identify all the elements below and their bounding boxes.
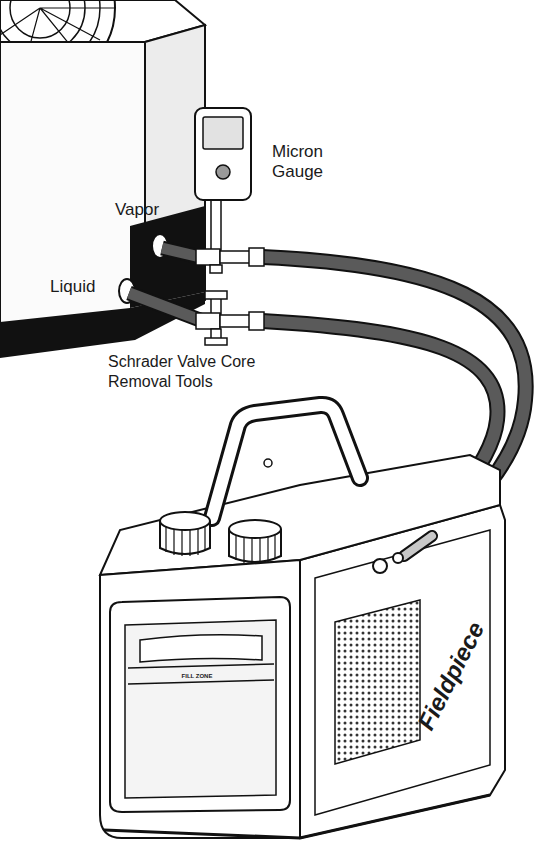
cap-top: [160, 512, 210, 530]
micron-gauge: Micron Gauge: [195, 108, 251, 200]
hose: [162, 248, 200, 257]
tool-knob: [205, 291, 227, 299]
condenser-base: [0, 292, 205, 358]
pump-front: [100, 560, 300, 838]
tool-knob: [205, 338, 227, 345]
hose-outline: [129, 293, 200, 320]
window-grip: [140, 635, 262, 662]
tool-knob: [210, 265, 222, 273]
pump-top: [100, 455, 500, 575]
gauge-stem: [211, 200, 221, 250]
oil-window: [125, 620, 276, 798]
gauge-button: [216, 165, 230, 179]
fan-spoke: [0, 8, 115, 45]
port-fitting: [404, 536, 432, 556]
port-label: Liquid: [50, 277, 120, 297]
hose-fitting: [249, 248, 264, 266]
pump-port: [393, 553, 403, 563]
cap-top: [229, 520, 281, 538]
pump-port: [373, 559, 387, 573]
port-label: Vapor: [115, 200, 185, 220]
window-label: FILL ZONE: [182, 673, 213, 680]
brand-logo: Fieldpiece: [412, 617, 490, 734]
condenser-front: [0, 42, 145, 324]
hose: [129, 293, 200, 320]
core-tool-body: [220, 315, 250, 327]
handle-outline: [212, 405, 360, 518]
gauge-label: Micron Gauge: [272, 142, 344, 182]
tee-fitting: [196, 249, 220, 265]
hose-outline: [162, 248, 200, 257]
pump-grille: [335, 600, 420, 764]
pump-handle: [212, 405, 360, 518]
fill-zone-band: [128, 664, 274, 684]
tool-stem: [211, 298, 221, 314]
handle-screw: [264, 459, 272, 467]
pump-side: [300, 505, 505, 838]
tee-fitting: [196, 313, 220, 329]
port-fitting: [404, 536, 432, 556]
gauge-screen: [203, 117, 243, 149]
core-tool-body: [220, 251, 250, 263]
pump-foot: [104, 795, 490, 838]
pump-side-panel: [315, 530, 490, 815]
tool-label: Schrader Valve Core Removal Tools: [108, 352, 268, 392]
hose-fitting: [249, 312, 264, 330]
gauge-body: [195, 108, 251, 200]
vacuum-pump: Fieldpiece FILL ZONE: [95, 400, 510, 840]
oil-window-frame: [110, 597, 290, 812]
